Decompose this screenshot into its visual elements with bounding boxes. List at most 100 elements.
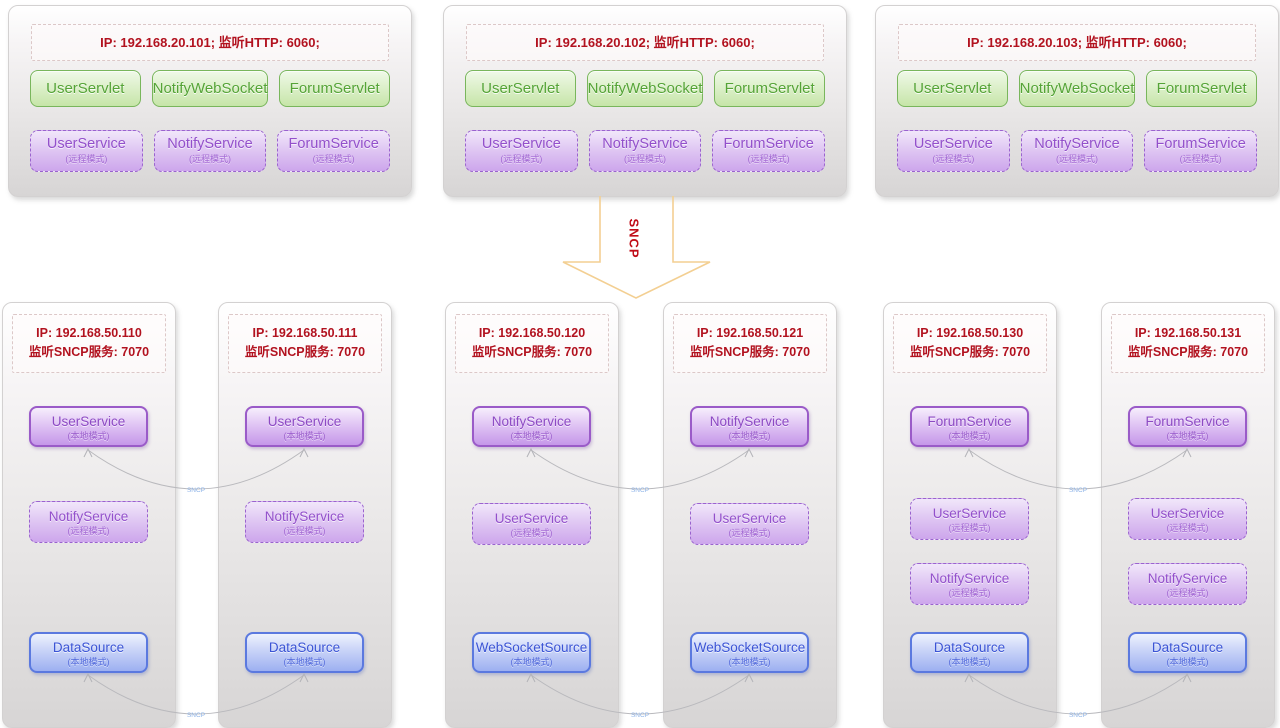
remote-service-row: UserService(远程模式) NotifyService (远程模式) Fo… <box>30 130 391 172</box>
servlet-label: ForumServlet <box>724 80 815 97</box>
remote-service-box: UserService (远程模式) <box>472 503 591 545</box>
ip-text: IP: 192.168.50.111 <box>252 326 358 340</box>
service-mode: (本地模式) <box>948 657 991 667</box>
remote-service-box: UserService(远程模式) <box>690 503 809 545</box>
sncp-server-panel-6: IP: 192.168.50.131 监听SNCP服务: 7070 ForumS… <box>1101 302 1275 728</box>
svg-text:SNCP: SNCP <box>631 712 649 719</box>
service-mode: (远程模式) <box>312 154 355 164</box>
service-mode: (远程模式) <box>624 154 666 164</box>
listen-text: 监听SNCP服务: 7070 <box>909 345 1031 360</box>
remote-service-box: UserService (远程模式) <box>465 130 578 172</box>
service-name: DataSource <box>52 640 125 655</box>
ip-text: IP: 192.168.20.103; 监听HTTP: 6060; <box>967 35 1187 50</box>
http-server-panel-1: IP: 192.168.20.101; 监听HTTP: 6060; UserSe… <box>8 5 412 197</box>
sncp-server-panel-4: IP: 192.168.50.121 监听SNCP服务: 7070 Notify… <box>663 302 837 728</box>
sncp-server-panel-3: IP: 192.168.50.120 监听SNCP服务: 7070 Notify… <box>445 302 619 728</box>
service-name: NotifyService <box>1147 571 1228 586</box>
ip-listen-header: IP: 192.168.20.101; 监听HTTP: 6060; <box>31 24 389 61</box>
service-name: DataSource <box>1151 640 1224 655</box>
svg-text:SNCP: SNCP <box>187 712 205 719</box>
servlet-box: UserServlet <box>897 70 1008 107</box>
svg-text:SNCP: SNCP <box>631 487 649 494</box>
service-mode: (远程模式) <box>67 526 110 536</box>
ip-text: IP: 192.168.50.110 <box>36 326 142 340</box>
service-mode: (本地模式) <box>728 657 771 667</box>
servlet-row: UserServlet NotifyWebSocket ForumServlet <box>30 70 390 107</box>
remote-service-box: NotifyService (远程模式) <box>29 501 148 543</box>
datasource-box: DataSource (本地模式) <box>1128 632 1247 673</box>
local-service-box: UserService (本地模式) <box>245 406 364 447</box>
service-name: WebSocketSource <box>475 640 588 655</box>
service-name: UserService <box>267 414 342 429</box>
service-mode: (远程模式) <box>1166 523 1209 533</box>
service-mode: (远程模式) <box>932 154 975 164</box>
servlet-label: UserServlet <box>46 80 125 97</box>
servlet-row: UserServlet NotifyWebSocket ForumServlet <box>897 70 1257 107</box>
remote-service-box: NotifyService(远程模式) <box>1020 130 1134 172</box>
listen-text: 监听SNCP服务: 7070 <box>689 345 811 360</box>
service-name: UserService <box>481 136 561 152</box>
service-name: ForumService <box>1155 136 1246 152</box>
service-mode: (远程模式) <box>283 526 326 536</box>
sncp-arrow-label: SNCP <box>626 218 642 259</box>
remote-service-box: UserService(远程模式) <box>910 498 1029 540</box>
service-name: NotifyService <box>48 509 129 524</box>
http-server-panel-3: IP: 192.168.20.103; 监听HTTP: 6060; UserSe… <box>875 5 1279 197</box>
service-mode: (远程模式) <box>510 528 553 538</box>
ip-listen-header: IP: 192.168.50.111 监听SNCP服务: 7070 <box>228 314 382 373</box>
servlet-box: UserServlet <box>30 70 141 107</box>
local-service-box: UserService(本地模式) <box>29 406 148 447</box>
service-mode: (远程模式) <box>948 588 991 598</box>
ip-text: IP: 192.168.20.102; 监听HTTP: 6060; <box>535 35 755 50</box>
servlet-label: UserServlet <box>481 80 560 97</box>
sncp-server-panel-1: IP: 192.168.50.110 监听SNCP服务: 7070 UserSe… <box>2 302 176 728</box>
websocket-box: NotifyWebSocket <box>586 70 704 107</box>
service-name: UserService <box>1150 506 1225 521</box>
ip-text: IP: 192.168.50.121 <box>696 326 804 340</box>
websocket-box: NotifyWebSocket <box>1018 70 1136 107</box>
service-name: ForumService <box>1145 414 1230 429</box>
service-mode: (远程模式) <box>500 154 543 164</box>
servlet-label: ForumServlet <box>1156 80 1247 97</box>
remote-service-box: ForumService(远程模式) <box>277 130 391 172</box>
remote-service-row: UserService (远程模式) NotifyService (远程模式) Fo… <box>465 130 826 172</box>
service-name: NotifyService <box>167 136 253 152</box>
service-name: NotifyService <box>929 571 1010 586</box>
service-mode: (远程模式) <box>1166 588 1209 598</box>
local-service-box: NotifyService (本地模式) <box>472 406 591 447</box>
servlet-box: ForumServlet <box>1146 70 1257 107</box>
ip-listen-header: IP: 192.168.20.102; 监听HTTP: 6060; <box>466 24 824 61</box>
ip-listen-header: IP: 192.168.50.130 监听SNCP服务: 7070 <box>893 314 1047 373</box>
svg-text:SNCP: SNCP <box>1069 712 1087 719</box>
service-name: NotifyService <box>264 509 345 524</box>
service-name: UserService <box>494 511 569 526</box>
ip-text: IP: 192.168.50.130 <box>916 326 1024 340</box>
service-name: UserService <box>46 136 126 152</box>
service-mode: (本地模式) <box>948 431 991 441</box>
servlet-label: ForumServlet <box>289 80 380 97</box>
service-name: UserService <box>51 414 126 429</box>
service-name: NotifyService <box>709 414 790 429</box>
service-mode: (本地模式) <box>510 431 553 441</box>
http-server-panel-2: IP: 192.168.20.102; 监听HTTP: 6060; UserSe… <box>443 5 847 197</box>
ip-listen-header: IP: 192.168.20.103; 监听HTTP: 6060; <box>898 24 1256 61</box>
ip-text: IP: 192.168.50.131 <box>1134 326 1242 340</box>
service-name: ForumService <box>723 136 814 152</box>
remote-service-row: UserService(远程模式) NotifyService(远程模式) Fo… <box>897 130 1258 172</box>
svg-text:SNCP: SNCP <box>187 487 205 494</box>
remote-service-box: UserService(远程模式) <box>897 130 1010 172</box>
servlet-label: NotifyWebSocket <box>587 80 703 97</box>
service-name: NotifyService <box>491 414 572 429</box>
service-mode: (本地模式) <box>283 431 326 441</box>
websocketsource-box: WebSocketSource(本地模式) <box>472 632 591 673</box>
sncp-server-panel-2: IP: 192.168.50.111 监听SNCP服务: 7070 UserSe… <box>218 302 392 728</box>
remote-service-box: NotifyService (远程模式) <box>1128 563 1247 605</box>
remote-service-box: UserService (远程模式) <box>1128 498 1247 540</box>
service-name: NotifyService <box>602 136 688 152</box>
remote-service-box: NotifyService (远程模式) <box>910 563 1029 605</box>
remote-service-box: UserService(远程模式) <box>30 130 143 172</box>
servlet-box: ForumServlet <box>714 70 825 107</box>
listen-text: 监听SNCP服务: 7070 <box>244 345 366 360</box>
service-mode: (本地模式) <box>1166 657 1209 667</box>
